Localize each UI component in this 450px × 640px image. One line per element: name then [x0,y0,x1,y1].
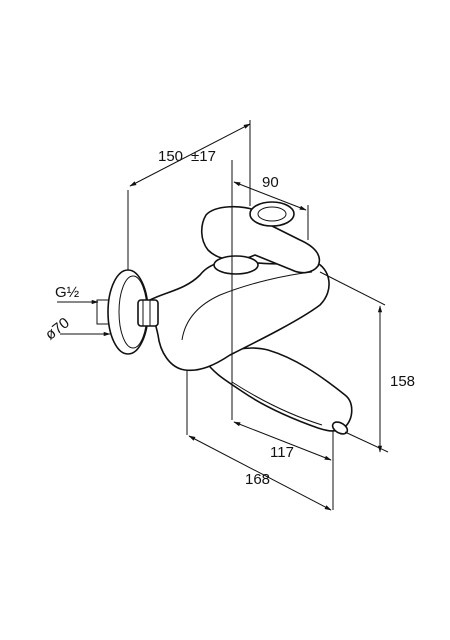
dim-spout-height: 158 [390,373,415,390]
spout-lower-contour [231,381,323,426]
body-inner-contour [181,271,313,341]
lever-cap [249,201,295,227]
cartridge-ring [213,255,259,275]
dim-line-overall-projection [129,123,251,187]
dim-spout-projection: 117 [270,444,294,461]
spout-tip [331,421,349,435]
dimension-lines [57,120,389,511]
faucet-outline [96,201,353,435]
inlet-stub [96,299,108,325]
dim-overall-length: 168 [245,471,270,488]
dim-line-overall-length [188,435,332,511]
thread-label: G½ [55,284,80,301]
dim-overall-projection-value: 150 [158,148,183,165]
dim-lever-offset: 90 [262,174,279,191]
dim-line-lever-offset [233,181,307,211]
dim-overall-projection-tolerance: ±17 [191,148,216,165]
spout [204,347,353,432]
flange-diameter-label: ø70 [42,314,73,343]
connector-nut [137,299,159,327]
